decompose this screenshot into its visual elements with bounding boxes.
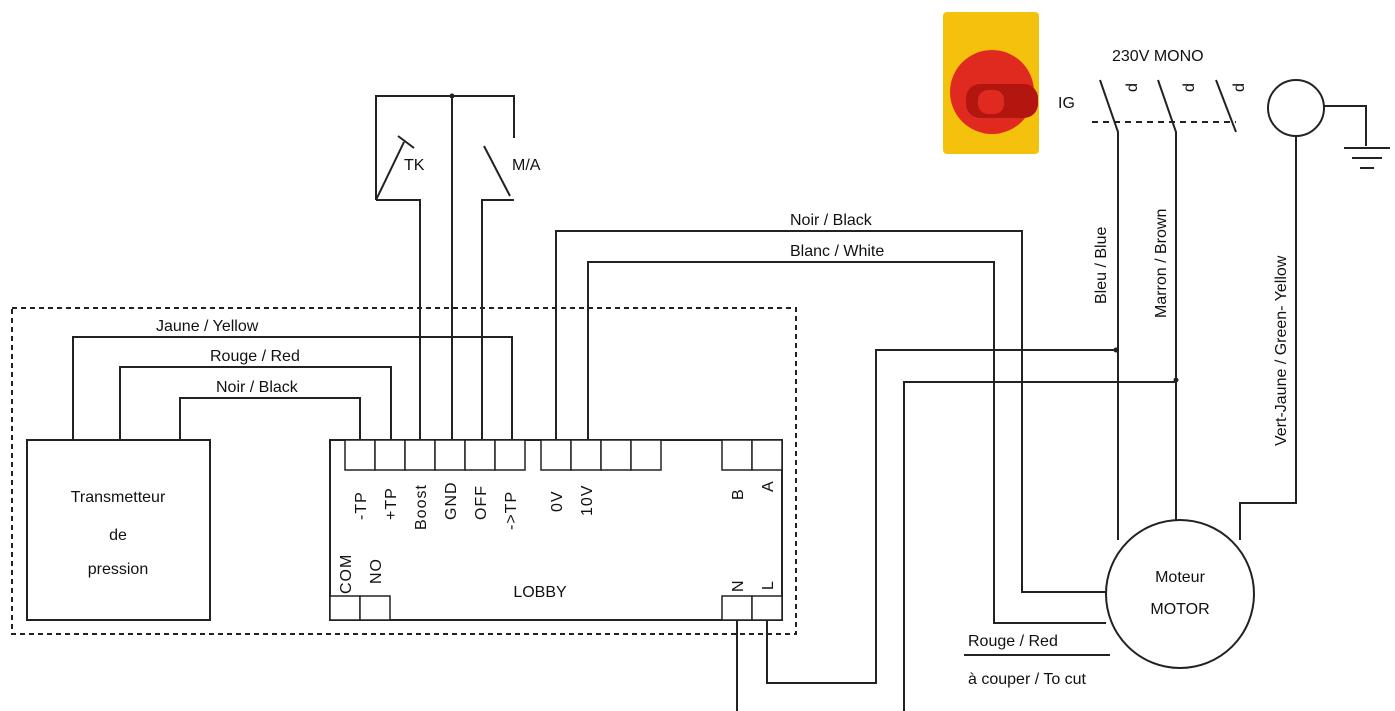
- terminal-block-control: [344, 439, 526, 471]
- earth-lead: [1324, 105, 1367, 146]
- terminal-cell: [494, 439, 526, 471]
- terminal-label-boost: Boost: [413, 484, 430, 530]
- wire-label-white-motor: Blanc / White: [790, 243, 884, 260]
- terminal-cell: [434, 439, 466, 471]
- motor: Moteur MOTOR: [1105, 519, 1255, 669]
- terminal-label-b: B: [730, 488, 747, 500]
- tk-contact: [375, 135, 415, 201]
- earth-terminal: [1267, 79, 1325, 137]
- terminal-label-a: A: [760, 480, 777, 492]
- terminal-cell: [721, 439, 753, 471]
- wire-red: [119, 366, 392, 440]
- terminal-cell: [630, 439, 662, 471]
- terminal-cell: [329, 595, 361, 621]
- terminal-label-off: OFF: [473, 485, 490, 520]
- wire-yellow: [72, 336, 513, 440]
- terminal-cell: [464, 439, 496, 471]
- transmitter-box: [26, 439, 211, 621]
- terminal-cell: [751, 439, 783, 471]
- switch-handle-center: [978, 90, 1004, 114]
- terminal-cell: [344, 439, 376, 471]
- terminal-cell: [600, 439, 632, 471]
- lobby-name: LOBBY: [513, 584, 567, 601]
- wire-black-sensor: [179, 397, 361, 440]
- terminal-label-no: NO: [368, 558, 385, 584]
- wire-label-brown: Marron / Brown: [1153, 209, 1170, 318]
- three-pole-contacts: d d d: [1092, 79, 1248, 540]
- terminal-cell: [751, 595, 783, 621]
- terminal-block-bus: [721, 439, 783, 471]
- motor-line1: Moteur: [1155, 569, 1205, 586]
- ma-label: M/A: [512, 157, 541, 174]
- terminal-cell: [540, 439, 572, 471]
- wire-line-2: [903, 381, 1176, 711]
- terminal-block-analog: [540, 439, 662, 471]
- control-contacts: TK M/A: [375, 93, 541, 440]
- wire-label-red: Rouge / Red: [210, 348, 300, 365]
- terminal-label-n: N: [730, 579, 747, 592]
- terminal-cell: [721, 595, 753, 621]
- terminal-cell: [570, 439, 602, 471]
- terminal-label-gnd: GND: [443, 481, 460, 520]
- contact-pole-2: [1157, 79, 1177, 540]
- transmitter-line3: pression: [88, 561, 148, 578]
- earth-wire: [1239, 136, 1297, 540]
- ma-wire: [481, 199, 514, 440]
- earth-icon: [1239, 79, 1390, 540]
- switch-label: IG: [1058, 95, 1075, 112]
- enclosure-outline: [11, 307, 797, 635]
- terminal-label-l: L: [760, 580, 777, 590]
- contact-pole-3: [1215, 79, 1237, 133]
- terminal-block-relay: [329, 595, 391, 621]
- terminal-label-plus-tp: +TP: [383, 487, 400, 520]
- wire-label-red-cut: Rouge / Red: [968, 633, 1058, 650]
- tk-wire: [376, 199, 421, 440]
- isolator-switch-icon: IG: [943, 12, 1075, 154]
- contact-mark: d: [1181, 83, 1198, 92]
- terminal-label-com: COM: [338, 554, 355, 594]
- supply-label: 230V MONO: [1112, 48, 1204, 65]
- transmitter-line1: Transmetteur: [71, 489, 166, 506]
- contact-pole-1: [1099, 79, 1119, 540]
- terminal-cell: [374, 439, 406, 471]
- cut-note: à couper / To cut: [968, 671, 1087, 688]
- wire-black-motor: [555, 230, 1106, 593]
- tk-label: TK: [404, 157, 425, 174]
- ma-contact: [483, 145, 511, 197]
- motor-line2: MOTOR: [1150, 601, 1209, 618]
- terminal-block-power: [721, 595, 783, 621]
- earth-bars: [1344, 147, 1390, 169]
- control-top-bus: [375, 95, 515, 200]
- wire-label-yellow: Jaune / Yellow: [156, 318, 259, 335]
- contact-mark: d: [1231, 83, 1248, 92]
- wire-label-black-motor: Noir / Black: [790, 212, 873, 229]
- terminal-cell: [359, 595, 391, 621]
- wire-white-motor: [587, 261, 1106, 624]
- wire-label-black-sensor: Noir / Black: [216, 379, 299, 396]
- lobby-controller: LOBBY -TP +TP Boost GND OFF ->TP 0V 10V: [329, 439, 783, 621]
- transmitter-line2: de: [109, 527, 127, 544]
- terminal-label-10v: 10V: [579, 485, 596, 516]
- wire-label-green-yellow: Vert-Jaune / Green- Yellow: [1273, 255, 1290, 446]
- terminal-label-to-tp: ->TP: [503, 491, 520, 530]
- terminal-cell: [404, 439, 436, 471]
- wire-label-blue: Bleu / Blue: [1093, 227, 1110, 304]
- terminal-label-0v: 0V: [549, 490, 566, 512]
- motor-symbol: [1105, 519, 1255, 669]
- pressure-transmitter: Transmetteur de pression: [26, 439, 211, 621]
- terminal-label-minus-tp: -TP: [353, 491, 370, 520]
- contact-mark: d: [1124, 83, 1141, 92]
- wire-line: [766, 349, 1116, 684]
